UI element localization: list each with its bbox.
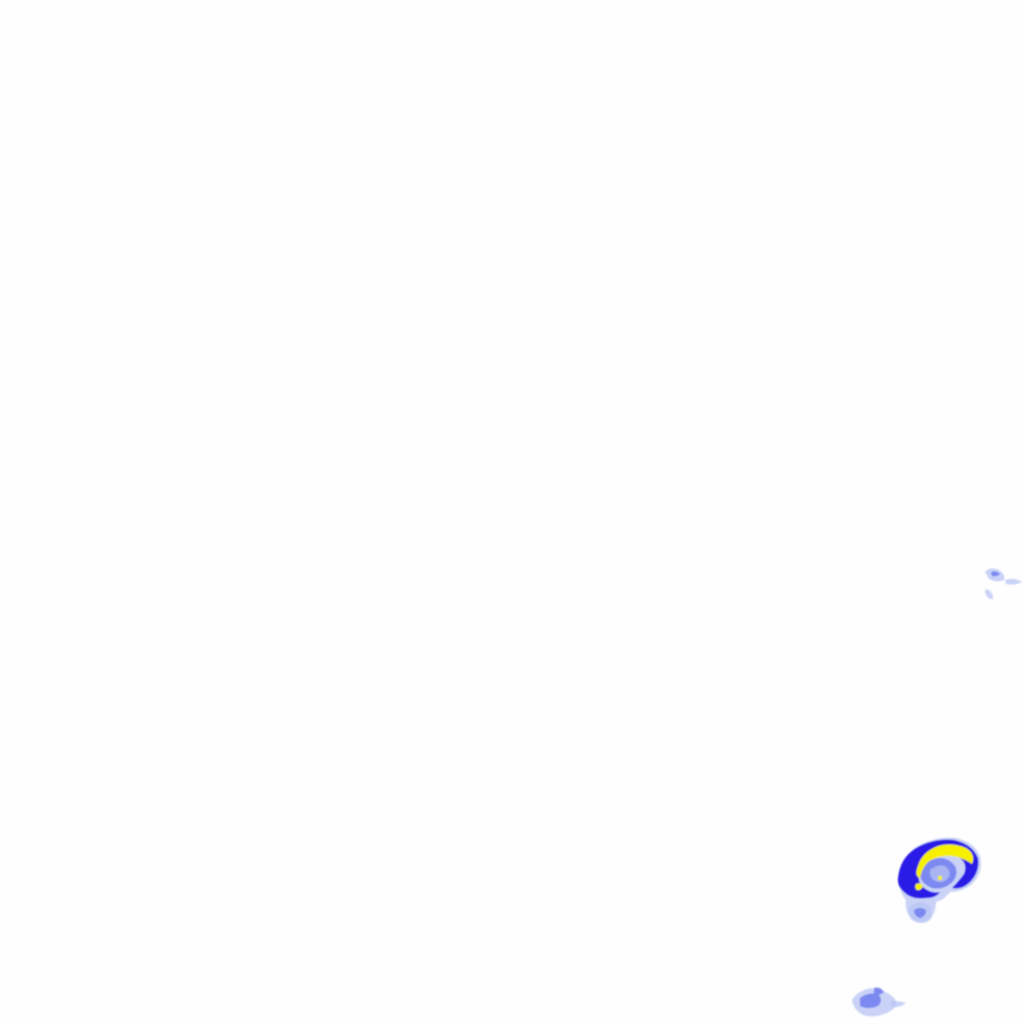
- echo-light-region: [1005, 578, 1022, 585]
- echo-cluster-east-small: [985, 568, 1022, 600]
- echo-mid-region: [874, 987, 884, 995]
- echo-light-region: [930, 865, 950, 883]
- echo-mid-region: [860, 993, 881, 1008]
- echo-core-region: [937, 875, 943, 881]
- echo-core-region: [916, 844, 974, 878]
- echo-mid-region: [991, 571, 1000, 577]
- echo-core-region: [915, 883, 923, 891]
- echo-mid-region: [914, 908, 926, 918]
- echo-cell-southeast-storm: [897, 837, 981, 923]
- echo-light-region: [985, 589, 994, 600]
- echo-light-region: [890, 1001, 906, 1008]
- echo-cluster-south-small: [852, 987, 906, 1017]
